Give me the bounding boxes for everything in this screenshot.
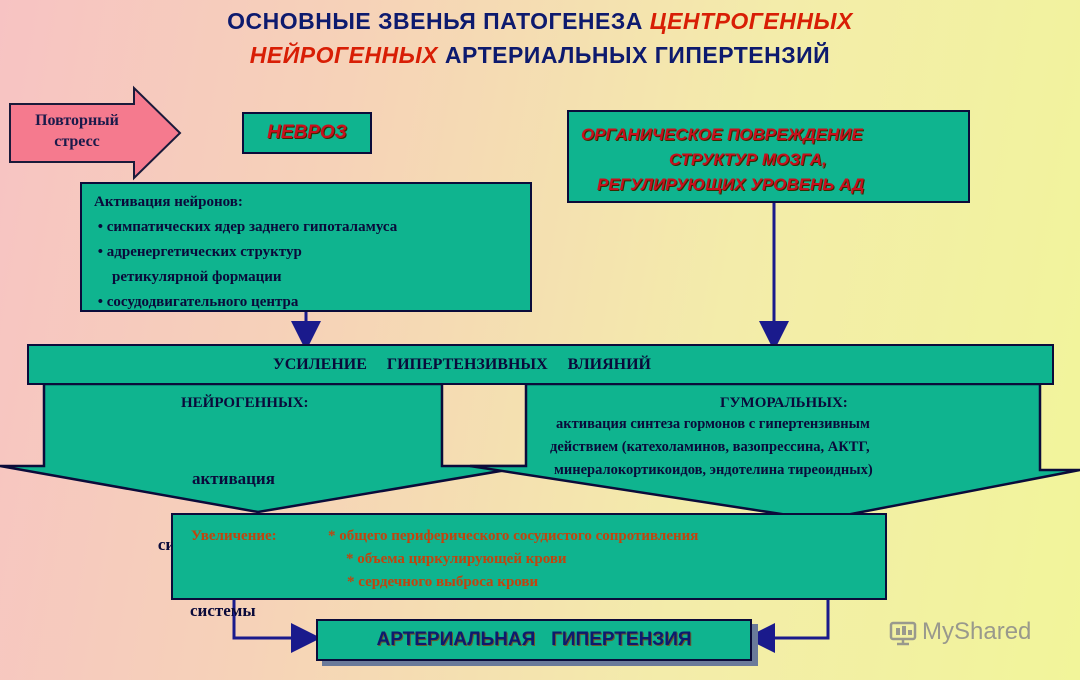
- title-part3: НЕЙРОГЕННЫХ: [249, 42, 439, 68]
- humoral-heading: ГУМОРАЛЬНЫХ:: [720, 395, 848, 411]
- watermark-logo-icon: [889, 621, 917, 646]
- organic-line1: ОРГАНИЧЕСКОЕ ПОВРЕЖДЕНИЕ: [581, 125, 863, 144]
- activation-item-2: • адренергетических структур: [94, 244, 302, 260]
- activation-item-2b: ретикулярной формации: [112, 269, 282, 285]
- increase-to-result-left: [232, 600, 321, 653]
- humoral-text: активация синтеза гормонов с гипертензив…: [548, 413, 873, 482]
- neurosis-label: НЕВРОЗ: [267, 122, 347, 143]
- humoral-line1: активация синтеза гормонов с гипертензив…: [556, 416, 870, 432]
- stress-arrow-shape: [9, 85, 182, 181]
- activation-box: Активация нейронов: • симпатических ядер…: [80, 182, 532, 312]
- organic-line2: СТРУКТУР МОЗГА,: [669, 150, 827, 169]
- stress-arrow-label: Повторный стресс: [18, 110, 136, 152]
- enhancement-label: УСИЛЕНИЕ ГИПЕРТЕНЗИВНЫХ ВЛИЯНИЙ: [273, 355, 651, 373]
- increase-box: Увеличение: * общего периферического сос…: [171, 513, 887, 600]
- title-part1: ОСНОВНЫЕ ЗВЕНЬЯ ПАТОГЕНЕЗА: [227, 8, 650, 34]
- humoral-line3: минералокортикоидов, эндотелина тиреоидн…: [554, 462, 873, 478]
- watermark-text: MyShared: [922, 618, 1032, 645]
- stress-line2: стресс: [54, 133, 100, 150]
- organic-line3: РЕГУЛИРУЮЩИХ УРОВЕНЬ АД: [597, 175, 865, 194]
- enhancement-bar: УСИЛЕНИЕ ГИПЕРТЕНЗИВНЫХ ВЛИЯНИЙ: [27, 344, 1054, 385]
- neurogenic-heading: НЕЙРОГЕННЫХ:: [181, 395, 309, 411]
- title-part4: АРТЕРИАЛЬНЫХ ГИПЕРТЕНЗИЙ: [438, 42, 831, 68]
- activation-item-1: • симпатических ядер заднего гипоталамус…: [94, 219, 398, 235]
- watermark: MyShared: [888, 617, 1031, 647]
- result-label: АРТЕРИАЛЬНАЯ ГИПЕРТЕНЗИЯ: [376, 629, 692, 650]
- humoral-line2: действием (катехоламинов, вазопрессина, …: [550, 439, 870, 455]
- activation-heading: Активация нейронов:: [94, 194, 243, 210]
- increase-item-2: * объема циркулирующей крови: [346, 551, 567, 567]
- stress-line1: Повторный: [35, 112, 119, 129]
- neurosis-box: НЕВРОЗ: [242, 112, 372, 154]
- humoral-down-arrow: [469, 382, 1080, 522]
- title-part2: ЦЕНТРОГЕННЫХ: [649, 8, 853, 34]
- neurogenic-line3: системы: [190, 601, 256, 620]
- increase-to-result-right: [745, 600, 830, 653]
- neurogenic-down-arrow: [0, 382, 531, 514]
- organic-damage-box: ОРГАНИЧЕСКОЕ ПОВРЕЖДЕНИЕ СТРУКТУР МОЗГА,…: [567, 110, 970, 203]
- increase-item-3: * сердечного выброса крови: [347, 574, 539, 590]
- activation-item-3: • сосудодвигательного центра: [94, 294, 299, 310]
- page-title-line1: ОСНОВНЫЕ ЗВЕНЬЯ ПАТОГЕНЕЗА ЦЕНТРОГЕННЫХ: [0, 8, 1080, 35]
- increase-item-1: * общего периферического сосудистого соп…: [328, 528, 699, 544]
- page-title-line2: НЕЙРОГЕННЫХ АРТЕРИАЛЬНЫХ ГИПЕРТЕНЗИЙ: [0, 42, 1080, 69]
- result-box: АРТЕРИАЛЬНАЯ ГИПЕРТЕНЗИЯ: [316, 619, 752, 661]
- neurogenic-line1: активация: [192, 469, 275, 488]
- increase-label: Увеличение:: [191, 528, 277, 544]
